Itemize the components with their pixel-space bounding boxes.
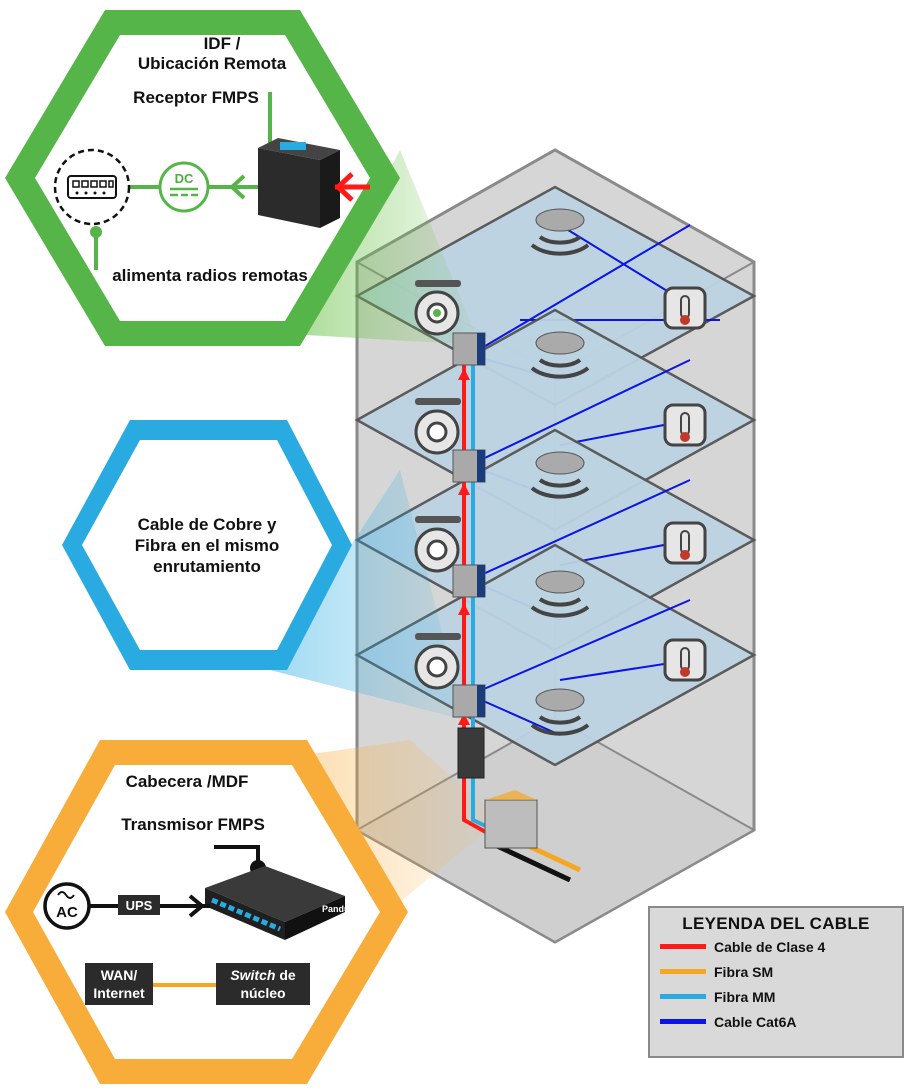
legend-swatch: [660, 1019, 706, 1024]
mdf-title: Cabecera /MDF: [126, 772, 249, 791]
switch-word: Switch: [230, 967, 275, 983]
wan-line2: Internet: [93, 985, 145, 1001]
legend-swatch: [660, 969, 706, 974]
camera-icon: [414, 633, 461, 690]
wifi-access-point-icon: [530, 208, 590, 256]
fmps-transmitter-icon: Panduit: [205, 866, 355, 940]
ups-label: UPS: [126, 898, 153, 913]
camera-icon: [414, 398, 461, 455]
wifi-access-point-icon: [530, 688, 590, 736]
legend-item: Cable Cat6A: [660, 1009, 902, 1034]
wan-box: [85, 963, 153, 1005]
ac-power-icon: AC: [43, 882, 91, 930]
legend-swatch: [660, 944, 706, 949]
dc-power-icon: DC: [158, 161, 210, 213]
fmps-receiver-icon: [258, 138, 340, 228]
idf-title-line1: IDF /: [204, 34, 241, 53]
legend-item: Fibra SM: [660, 959, 902, 984]
riser-receiver-unit: [457, 727, 485, 779]
wifi-access-point-icon: [530, 331, 590, 379]
middle-hexagon: Cable de Cobre y Fibra en el mismo enrut…: [62, 420, 352, 670]
floor-node-4: [452, 332, 486, 366]
receiver-label: Receptor FMPS: [133, 88, 259, 107]
floor-node-3: [452, 449, 486, 483]
floor-node-1: [452, 684, 486, 718]
camera-icon: [414, 516, 461, 573]
cable-legend: LEYENDA DEL CABLE Cable de Clase 4 Fibra …: [648, 906, 904, 1058]
legend-title: LEYENDA DEL CABLE: [682, 914, 870, 933]
ethernet-switch-icon: [53, 148, 131, 226]
legend-swatch: [660, 994, 706, 999]
thermostat-icon: [663, 403, 707, 447]
power-label: alimenta radios remotas: [112, 266, 308, 285]
legend-label: Fibra MM: [714, 988, 776, 1005]
legend-item: Fibra MM: [660, 984, 902, 1009]
dc-label: DC: [175, 171, 194, 186]
floor-devices: [414, 208, 707, 736]
middle-line1: Cable de Cobre y: [138, 515, 277, 534]
legend-label: Cable Cat6A: [714, 1013, 797, 1030]
legend-item: Cable de Clase 4: [660, 934, 902, 959]
core-switch-line2: núcleo: [240, 985, 285, 1001]
wifi-access-point-icon: [530, 570, 590, 618]
idf-hexagon: IDF / Ubicación Remota Receptor FMPS DC: [5, 10, 400, 346]
thermostat-icon: [663, 521, 707, 565]
idf-title-line2: Ubicación Remota: [138, 54, 287, 73]
base-box: [484, 790, 538, 849]
thermostat-icon: [663, 286, 707, 330]
transmitter-label: Transmisor FMPS: [121, 815, 265, 834]
floor-node-2: [452, 564, 486, 598]
core-switch-box: [216, 963, 310, 1005]
legend-label: Fibra SM: [714, 963, 774, 980]
middle-line3: enrutamiento: [153, 557, 261, 576]
riser-nodes: [452, 332, 538, 849]
wifi-access-point-icon: [530, 451, 590, 499]
wan-line1: WAN/: [101, 967, 138, 983]
core-switch-line1: Switch de: [230, 967, 296, 983]
middle-line2: Fibra en el mismo: [135, 536, 280, 555]
transmitter-brand: Panduit: [322, 904, 355, 914]
middle-beam: [270, 470, 465, 720]
camera-icon: [414, 280, 461, 336]
legend-rows: Cable de Clase 4 Fibra SM Fibra MM Cable Ca…: [650, 934, 902, 1034]
switch-de: de: [275, 967, 295, 983]
mdf-hexagon: Cabecera /MDF Transmisor FMPS Panduit AC…: [5, 740, 408, 1084]
thermostat-icon: [663, 638, 707, 682]
legend-label: Cable de Clase 4: [714, 938, 826, 955]
ac-label: AC: [56, 904, 78, 921]
class4-input-arrow: [334, 172, 370, 202]
